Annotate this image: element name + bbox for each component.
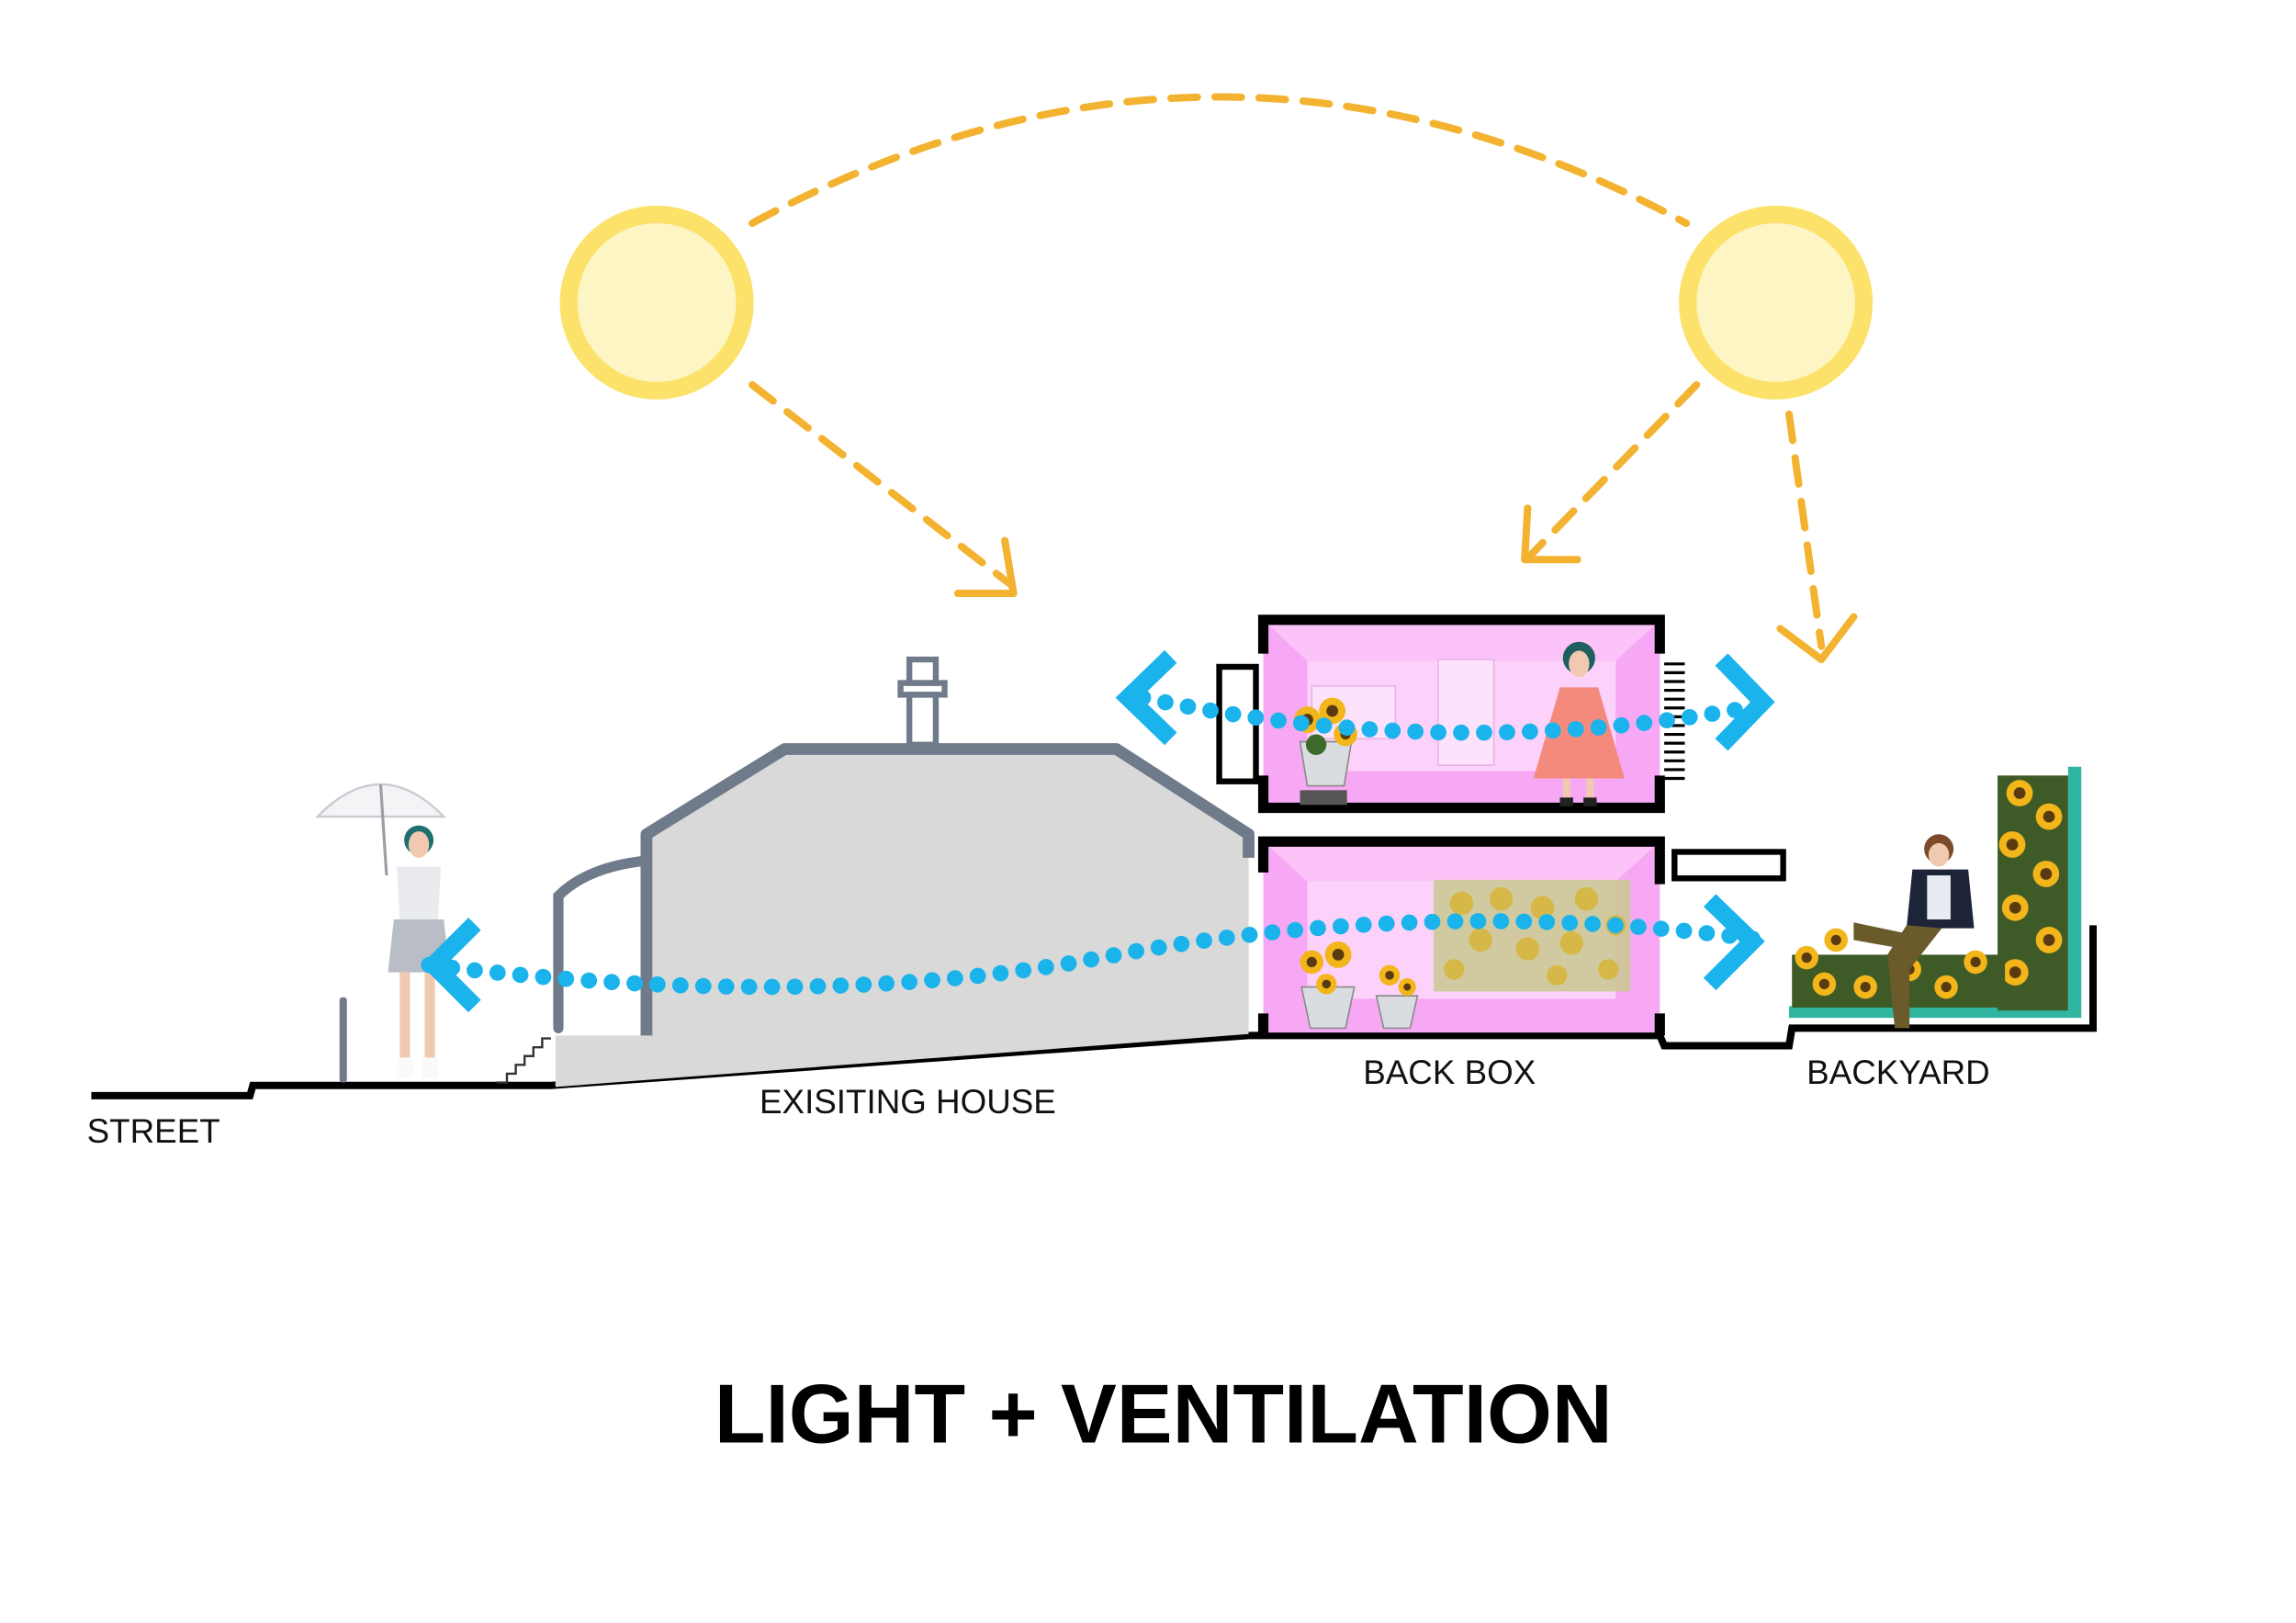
chevron-left-icon xyxy=(1115,649,1177,746)
arrowhead-icon xyxy=(953,536,1018,598)
airflow-arrowheads xyxy=(421,649,1775,1013)
backyard-label: BACKYARD xyxy=(1806,1054,1990,1091)
chevron-right-icon xyxy=(1715,653,1775,751)
sun-ray-right-b xyxy=(1785,410,1826,650)
street-label: STREET xyxy=(87,1112,220,1150)
existing-house xyxy=(339,656,1255,1088)
upper-window-left xyxy=(1216,663,1259,784)
backyard-green-wall xyxy=(2067,766,2082,1019)
house-roof-outline xyxy=(640,743,1255,1036)
lower-room-frame xyxy=(1257,836,1665,1036)
back-box-lower xyxy=(1257,836,1786,1036)
bollard-icon xyxy=(339,997,347,1083)
sun-ray-left xyxy=(748,380,1015,589)
sun-path-group xyxy=(748,93,1826,650)
back-box-label: BACK BOX xyxy=(1363,1054,1536,1091)
house-porch-outline xyxy=(553,855,652,1033)
sun-left-icon xyxy=(559,205,754,400)
lower-awning xyxy=(1671,849,1786,882)
sun-right-icon xyxy=(1679,205,1874,400)
sun-arrowheads xyxy=(953,504,1858,663)
sun-arc-path xyxy=(748,93,1691,228)
airflow-group xyxy=(421,689,1772,996)
airflow-lower-dots xyxy=(421,913,1772,996)
chevron-left-icon xyxy=(421,918,481,1013)
stairs-icon xyxy=(496,1037,551,1084)
person-umbrella-figure xyxy=(314,783,450,1078)
diagram-title: LIGHT + VENTILATION xyxy=(715,1367,1613,1460)
upper-room-frame xyxy=(1257,614,1665,814)
arrowhead-icon xyxy=(1776,613,1858,663)
existing-house-label: EXISITING HOUSE xyxy=(760,1083,1056,1121)
chimney-icon xyxy=(897,656,948,748)
backyard-garden xyxy=(1789,766,2082,1029)
sunflower-wall-icon xyxy=(1998,775,2068,1011)
house-body xyxy=(555,749,1249,1088)
back-box-upper xyxy=(1216,614,1685,814)
sun-ray-right-a xyxy=(1526,380,1701,559)
sunflower-vases-icon xyxy=(1300,941,1419,1030)
person-sitting-figure xyxy=(1853,834,1975,1029)
chevron-right-icon xyxy=(1703,894,1765,991)
airflow-upper-dots xyxy=(1134,689,1772,741)
arrowhead-icon xyxy=(1521,504,1581,564)
